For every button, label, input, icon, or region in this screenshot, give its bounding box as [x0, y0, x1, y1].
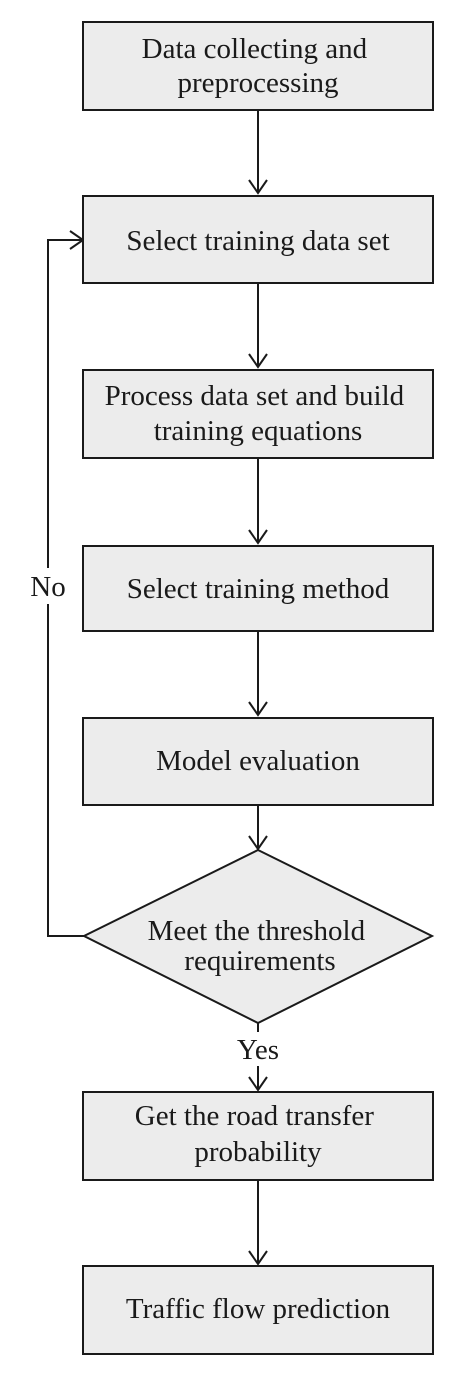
yes-label-background — [230, 1032, 286, 1066]
arrowhead-6-7 — [248, 1250, 268, 1266]
step-label-process-data-set: Process data set and build training equa… — [105, 380, 412, 447]
step-box-data-collecting — [82, 21, 434, 111]
step-box-traffic-flow-prediction — [82, 1265, 434, 1355]
no-label: No — [30, 571, 65, 603]
step-label-select-training-data: Select training data set — [126, 225, 389, 257]
step-label-data-collecting: Data collecting and preprocessing — [142, 33, 375, 99]
decision-diamond — [81, 848, 435, 1025]
decision-label: Meet the threshold requirements — [148, 915, 373, 977]
step-box-model-evaluation — [82, 717, 434, 806]
step-label-model-evaluation: Model evaluation — [156, 745, 360, 777]
arrowhead-3-4 — [248, 529, 268, 545]
arrowhead-1-2 — [248, 179, 268, 195]
yes-label: Yes — [237, 1034, 279, 1066]
step-label-traffic-flow-prediction: Traffic flow prediction — [126, 1293, 391, 1325]
no-label-background — [22, 568, 74, 604]
step-box-process-data-set — [82, 369, 434, 459]
arrowhead-2-3 — [248, 353, 268, 369]
step-box-road-transfer — [82, 1091, 434, 1181]
step-label-select-training-method: Select training method — [127, 573, 390, 605]
step-box-select-training-method — [82, 545, 434, 632]
arrowhead-4-5 — [248, 701, 268, 717]
step-box-select-training-data — [82, 195, 434, 284]
step-label-road-transfer: Get the road transfer probability — [135, 1100, 381, 1168]
arrowhead-decision-6 — [248, 1076, 268, 1092]
